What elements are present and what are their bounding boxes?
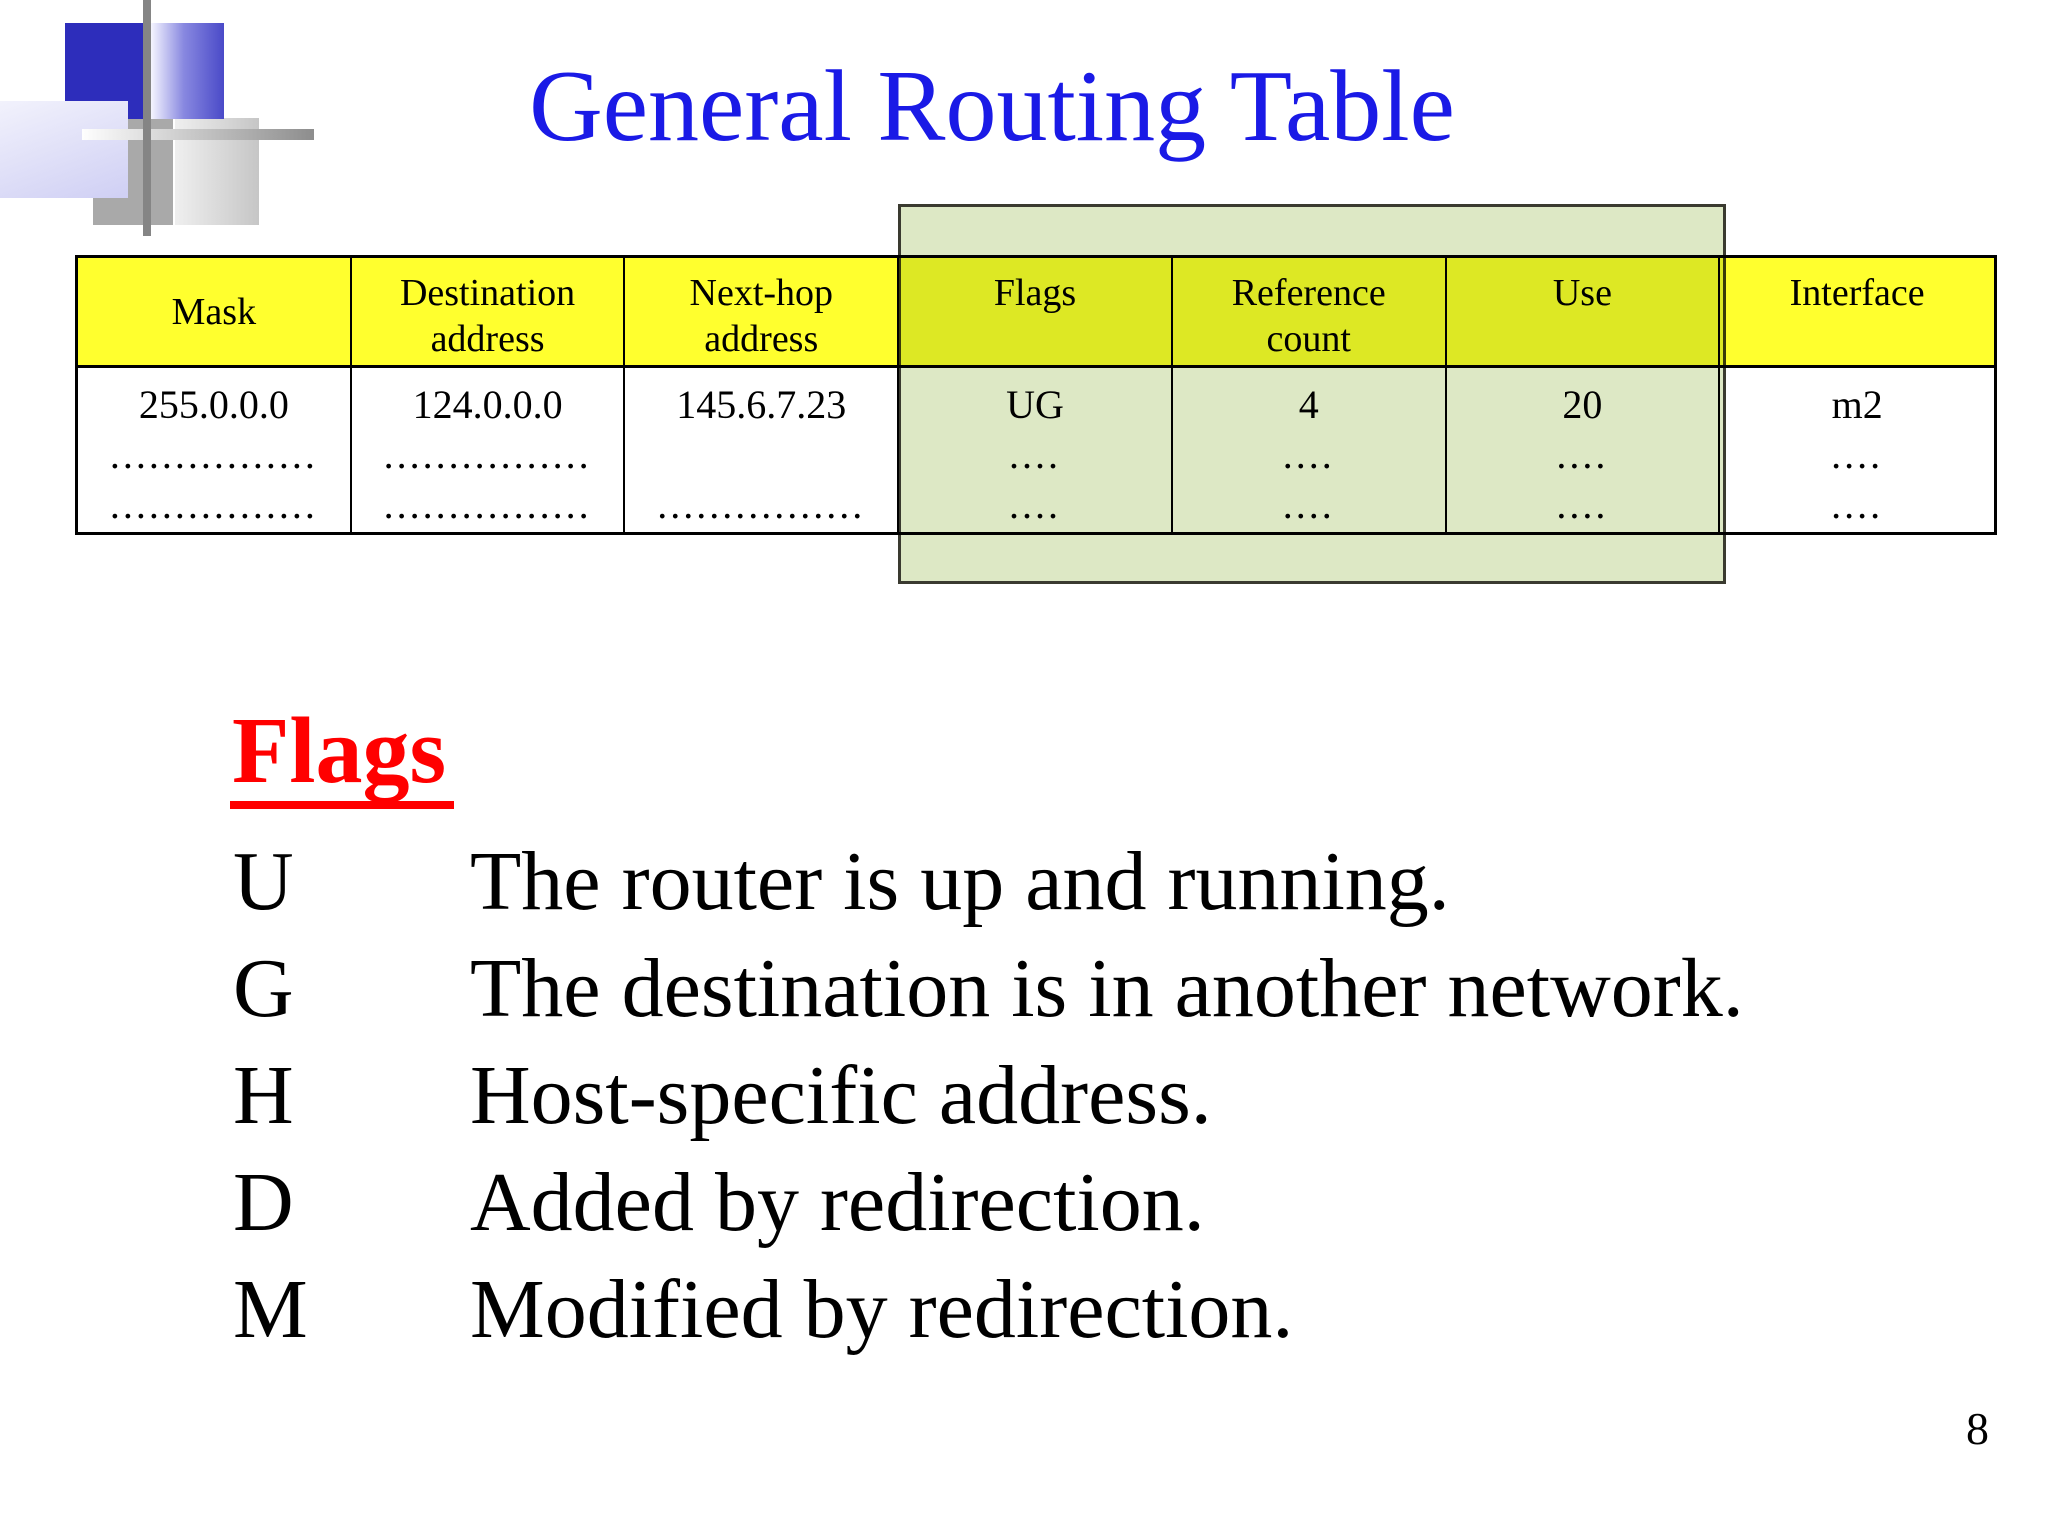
- cell-dots: ................: [383, 432, 592, 477]
- logo-lavender-square-icon: [0, 101, 128, 198]
- flag-description: Modified by redirection.: [470, 1263, 1294, 1356]
- cell-dots: ....: [1831, 482, 1884, 527]
- table-header-mask: Mask: [78, 258, 352, 368]
- cell-dots: ................: [109, 432, 318, 477]
- header-label: Destination address: [399, 272, 576, 360]
- cell-dots: ................: [109, 482, 318, 527]
- header-label: Mask: [171, 290, 257, 333]
- table-header-destination-address: Destination address: [351, 258, 626, 368]
- cell-blank: [625, 430, 897, 480]
- cell-value: 124.0.0.0: [412, 382, 563, 427]
- page-title: General Routing Table: [529, 50, 1455, 163]
- flag-description: Host-specific address.: [470, 1049, 1212, 1142]
- flag-item-h: H Host-specific address.: [233, 1042, 1744, 1149]
- flag-description: The router is up and running.: [470, 835, 1450, 928]
- cell-value: 255.0.0.0: [138, 382, 289, 427]
- cell-value: 145.6.7.23: [676, 382, 847, 427]
- table-cell-destination-address: 124.0.0.0 ................ .............…: [352, 368, 626, 532]
- flag-letter: H: [233, 1049, 294, 1142]
- flags-heading: Flags: [230, 703, 455, 809]
- cell-dots: ................: [657, 482, 866, 527]
- header-label: Next-hop address: [689, 272, 834, 360]
- flag-letter: G: [233, 942, 294, 1035]
- flag-item-m: M Modified by redirection.: [233, 1256, 1744, 1363]
- flag-item-u: U The router is up and running.: [233, 828, 1744, 935]
- cell-value: m2: [1831, 382, 1883, 427]
- table-cell-mask: 255.0.0.0 ................ .............…: [78, 368, 352, 532]
- logo-horizontal-bar-icon: [82, 129, 314, 140]
- flag-description: The destination is in another network.: [470, 942, 1744, 1035]
- flags-legend-list: U The router is up and running. G The de…: [233, 828, 1744, 1363]
- table-cell-next-hop-address: 145.6.7.23 ................: [625, 368, 900, 532]
- flag-letter: U: [233, 835, 294, 928]
- table-header-interface: Interface: [1720, 258, 1994, 368]
- header-label: Interface: [1789, 272, 1925, 314]
- flag-letter: M: [233, 1263, 308, 1356]
- cell-dots: ................: [383, 482, 592, 527]
- flag-item-g: G The destination is in another network.: [233, 935, 1744, 1042]
- table-cell-interface: m2 .... ....: [1720, 368, 1994, 532]
- logo-blue-gradient-icon: [151, 23, 224, 119]
- highlight-overlay: [898, 204, 1726, 584]
- table-header-next-hop-address: Next-hop address: [625, 258, 900, 368]
- flag-item-d: D Added by redirection.: [233, 1149, 1744, 1256]
- page-number: 8: [1966, 1403, 1989, 1454]
- flag-description: Added by redirection.: [470, 1156, 1205, 1249]
- logo-vertical-bar-icon: [143, 0, 151, 236]
- flag-letter: D: [233, 1156, 294, 1249]
- cell-dots: ....: [1831, 432, 1884, 477]
